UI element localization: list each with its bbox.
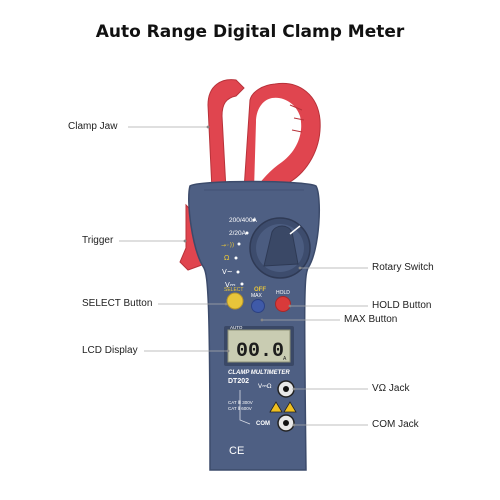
max-button[interactable] [251, 299, 265, 313]
com-jack-label: COM [256, 421, 270, 427]
auto-label: AUTO [230, 325, 243, 330]
diagram-title: Auto Range Digital Clamp Meter [95, 22, 405, 42]
max-label: MAX [251, 293, 263, 299]
range-diode-label: →◦)) [221, 242, 234, 249]
high-voltage-icon [283, 401, 297, 413]
callout-com-jack: COM Jack [372, 419, 419, 430]
callout-rotary-switch: Rotary Switch [372, 262, 434, 273]
off-label: OFF [254, 287, 266, 293]
hold-label: HOLD [276, 290, 290, 296]
vohm-jack-label: V⎓Ω [258, 383, 272, 390]
lcd-display [227, 329, 291, 363]
callout-max-button: MAX Button [344, 314, 398, 325]
model-number: DT202 [228, 378, 249, 385]
cat-rating-line-2: CAT Ⅱ 600V [228, 406, 252, 411]
lcd-reading: 00.0 [236, 340, 284, 363]
select-button[interactable] [226, 292, 244, 310]
callout-lcd-display: LCD Display [82, 345, 138, 356]
callout-clamp-jaw: Clamp Jaw [68, 121, 118, 132]
range-2-20a-label: 2/20A [229, 230, 247, 237]
range-v-ac-label: V~ [222, 268, 233, 276]
callout-select-button: SELECT Button [82, 298, 153, 309]
ce-mark: CE [229, 445, 244, 457]
callout-hold-button: HOLD Button [372, 300, 432, 311]
hold-button[interactable] [275, 296, 291, 312]
model-caption: CLAMP MULTIMETER [228, 370, 290, 376]
callout-trigger: Trigger [82, 235, 114, 246]
clamp-jaw [207, 79, 321, 191]
range-ohm-label: Ω [224, 254, 230, 262]
cat-rating-line-1: CAT Ⅲ 300V [228, 400, 253, 405]
rotary-switch[interactable] [249, 217, 311, 279]
select-label: SELECT [224, 287, 243, 293]
lcd-unit: A [283, 356, 287, 362]
callout-vohm-jack: VΩ Jack [372, 383, 410, 394]
range-200-400a-label: 200/400A [229, 217, 257, 224]
warning-icon [269, 401, 283, 413]
range-v-dc-label: V⎓ [225, 281, 236, 289]
